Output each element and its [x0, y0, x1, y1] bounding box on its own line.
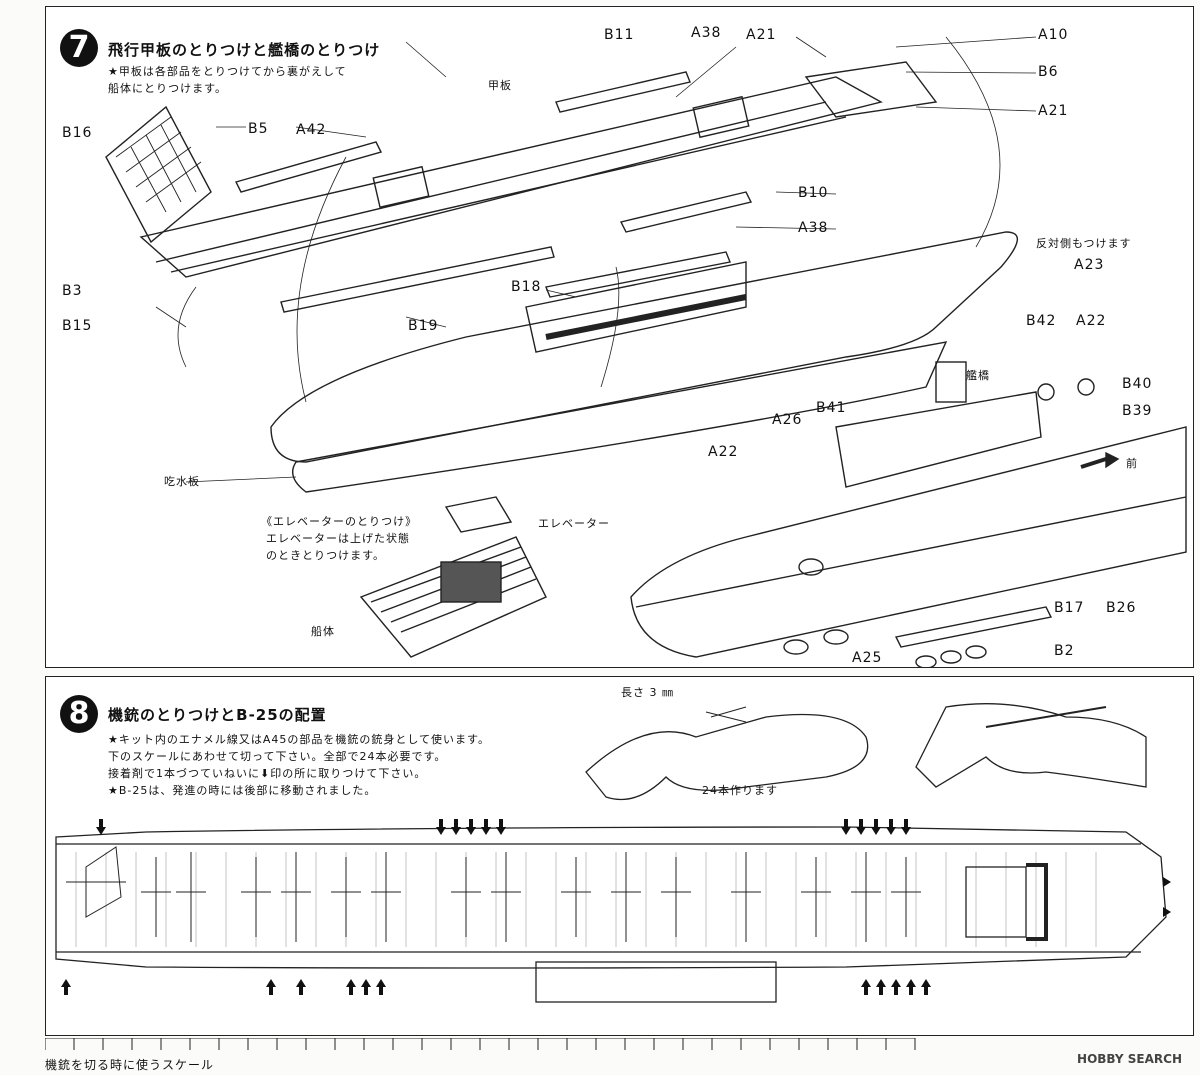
hull-bottom-view — [630, 426, 1187, 658]
elevator-note-1: 《エレベーターのとりつけ》 — [261, 515, 418, 528]
elevator-hull-inset — [359, 536, 547, 658]
label-b26: B26 — [1106, 600, 1137, 616]
label-a26: A26 — [772, 412, 803, 428]
hull-part — [270, 231, 1018, 463]
step7-note-line-1: ★甲板は各部品をとりつけてから裏がえして — [108, 65, 347, 78]
label-b17: B17 — [1054, 600, 1085, 616]
label-b10: B10 — [798, 185, 829, 201]
label-b5: B5 — [248, 121, 269, 137]
b5-part — [105, 105, 212, 244]
label-b3: B3 — [62, 283, 83, 299]
label-a21-top: A21 — [746, 27, 777, 43]
length-label: 長さ 3 ㎜ — [621, 686, 674, 699]
label-b15: B15 — [62, 318, 93, 334]
hand-illustration-left — [585, 713, 869, 801]
step7-drawing — [105, 36, 1187, 667]
step8-number: 8 — [60, 695, 98, 733]
label-b40: B40 — [1122, 376, 1153, 392]
label-a22-right: A22 — [1076, 313, 1107, 329]
label-b16: B16 — [62, 125, 93, 141]
step8-note-line-1: ★キット内のエナメル線又はA45の部品を機銃の銃身として使います。 — [108, 733, 490, 746]
step8-note-line-3: 接着剤で1本づつていねいに⬇印の所に取りつけて下さい。 — [108, 767, 427, 780]
gun-mount-arrows — [61, 819, 1171, 995]
label-kissui: 吃水板 — [164, 475, 200, 488]
label-a38-top: A38 — [691, 25, 722, 41]
elevator-note-3: のときとりつけます。 — [266, 549, 386, 562]
label-kankyo: 艦橋 — [966, 369, 990, 382]
step7-panel: 7 飛行甲板のとりつけと艦橋のとりつけ ★甲板は各部品をとりつけてから裏がえして… — [45, 6, 1194, 668]
cutting-scale — [45, 1038, 916, 1050]
step7-title: 飛行甲板のとりつけと艦橋のとりつけ — [108, 41, 381, 59]
label-b11: B11 — [604, 27, 635, 43]
step8-drawing — [55, 703, 1171, 1003]
label-a21-right: A21 — [1038, 103, 1069, 119]
hand-illustration-right — [915, 703, 1147, 788]
step8-title: 機銃のとりつけとB-25の配置 — [108, 706, 327, 724]
label-b19: B19 — [408, 318, 439, 334]
label-a23: A23 — [1074, 257, 1105, 273]
label-a42: A42 — [296, 122, 327, 138]
label-a22-left: A22 — [708, 444, 739, 460]
step8-panel: 8 機銃のとりつけとB-25の配置 ★キット内のエナメル線又はA45の部品を機銃… — [45, 676, 1194, 1036]
label-b41: B41 — [816, 400, 847, 416]
elevator-part — [444, 496, 513, 533]
label-b18: B18 — [511, 279, 542, 295]
count-label: 24本作ります — [702, 784, 778, 797]
step8-note-line-2: 下のスケールにあわせて切って下さい。全部で24本必要です。 — [108, 750, 447, 763]
step7-number: 7 — [60, 29, 98, 67]
label-hantai: 反対側もつけます — [1036, 237, 1132, 250]
flight-deck-plan — [55, 826, 1167, 969]
step8-note-line-4: ★B-25は、発進の時には後部に移動されました。 — [108, 784, 377, 797]
step7-note-line-2: 船体にとりつけます。 — [108, 82, 228, 95]
label-b2: B2 — [1054, 643, 1075, 659]
label-b6: B6 — [1038, 64, 1059, 80]
label-mae: 前 — [1126, 457, 1138, 470]
label-kanpan: 甲板 — [488, 79, 512, 92]
elevator-note-2: エレベーターは上げた状態 — [266, 532, 410, 545]
label-a25: A25 — [852, 650, 883, 666]
label-a38-mid: A38 — [798, 220, 829, 236]
watermark: HOBBY SEARCH — [1077, 1052, 1182, 1066]
flight-deck-part — [139, 76, 883, 278]
label-b42: B42 — [1026, 313, 1057, 329]
label-elevator: エレベーター — [538, 517, 610, 530]
island-bridge — [835, 391, 1042, 488]
label-sentai: 船体 — [311, 625, 335, 638]
label-a10: A10 — [1038, 27, 1069, 43]
scale-caption: 機銃を切る時に使うスケール — [45, 1058, 215, 1072]
label-b39: B39 — [1122, 403, 1153, 419]
